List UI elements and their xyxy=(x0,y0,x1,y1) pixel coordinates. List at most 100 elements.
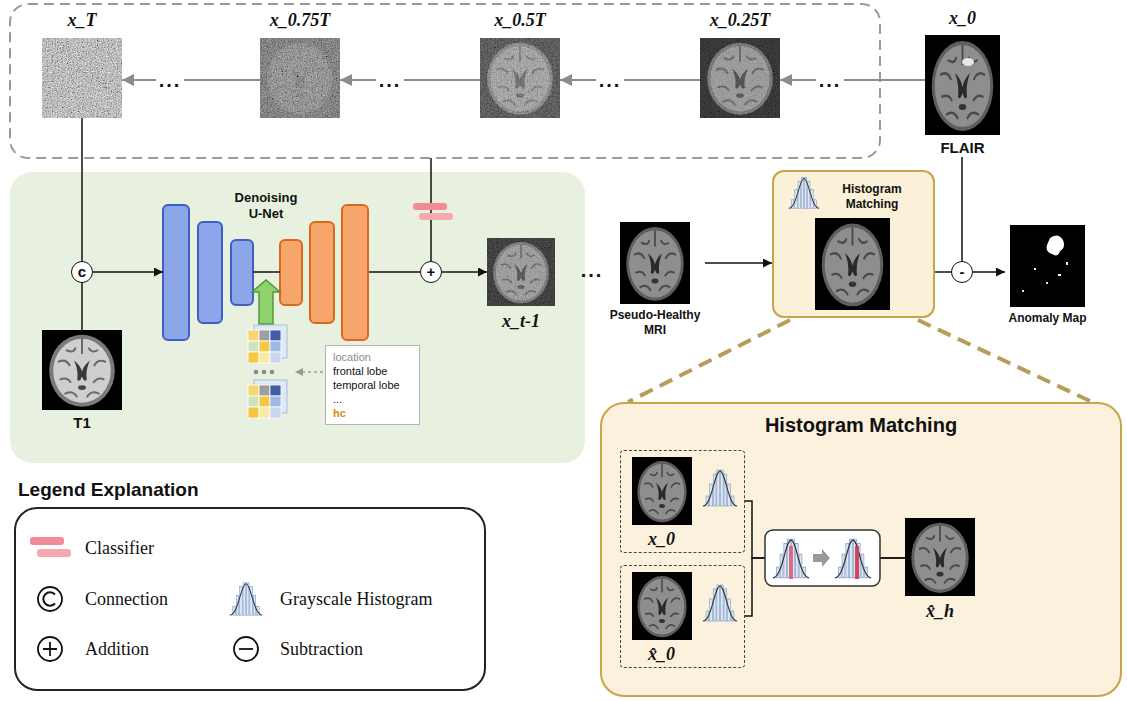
t1-mri xyxy=(42,330,122,410)
unet-blocks xyxy=(280,240,302,305)
flow-connector xyxy=(442,271,487,273)
dashed-pointer xyxy=(295,368,323,376)
unet-block: Denoising U-Net xyxy=(163,188,369,340)
classifier-bar xyxy=(37,549,71,557)
mri-image-label: Anomaly Map xyxy=(1008,311,1086,326)
condition-matrix xyxy=(270,341,281,352)
noisy-mri xyxy=(480,38,560,118)
zoom-lines xyxy=(918,320,1092,402)
noise-image xyxy=(42,38,122,118)
t1-mri xyxy=(42,330,122,410)
condition-matrix xyxy=(259,396,270,407)
legend-text: Classifier xyxy=(85,536,154,560)
condition-matrix xyxy=(248,385,259,396)
matched-mri xyxy=(815,218,890,310)
noisy-mri xyxy=(700,38,780,118)
anomaly-map xyxy=(1022,290,1024,292)
classifier-bar xyxy=(30,537,64,545)
matching-operator xyxy=(813,549,830,567)
condition-matrix xyxy=(248,396,259,407)
label-holder: ... xyxy=(370,68,410,92)
anomaly-map xyxy=(1010,225,1085,307)
unet-blocks xyxy=(310,222,334,323)
noisy-mri xyxy=(487,238,555,306)
histogram-icon xyxy=(789,178,819,209)
diffusion-arrow xyxy=(122,79,260,81)
unet-blocks xyxy=(198,222,222,323)
unet-blocks xyxy=(163,205,189,340)
histogram-panel-label: Histogram Matching xyxy=(765,412,957,438)
pseudo-healthy-mri xyxy=(620,222,690,304)
classifier-line xyxy=(419,213,453,220)
condition-matrix xyxy=(248,330,259,341)
flow-connector xyxy=(705,262,772,264)
noisy-mri xyxy=(260,38,340,118)
unet-blocks xyxy=(253,271,280,273)
ellipsis-dots xyxy=(254,370,259,375)
reconstructed-mri xyxy=(632,572,692,640)
condition-list-label: temporal lobe xyxy=(333,378,400,392)
condition-matrix xyxy=(270,330,281,341)
connection-symbol xyxy=(43,592,55,605)
condition-list-label: ... xyxy=(333,392,342,406)
mri-image-label: x_0.75T xyxy=(270,8,331,32)
noisy-mri xyxy=(487,238,555,306)
classifier-swatch xyxy=(30,537,72,559)
condition-list: locationfrontal lobetemporal lobe...hc xyxy=(325,345,420,425)
noisy-mri xyxy=(700,38,780,118)
noisy-mri xyxy=(487,238,555,306)
unet-blocks xyxy=(163,205,368,340)
mri-image: x̂_h xyxy=(905,518,975,622)
mri-image-label: x_0.25T xyxy=(710,8,771,32)
diffusion-arrow xyxy=(560,79,700,81)
mri-image-label: x_0 xyxy=(949,6,976,30)
label-holder: ... xyxy=(810,68,850,92)
histogram-icon xyxy=(789,178,819,209)
condition-matrix xyxy=(248,341,259,352)
flow-connector xyxy=(81,283,83,330)
add-circle-label: + xyxy=(427,263,436,281)
flow-connector xyxy=(935,271,951,273)
matching-operator xyxy=(789,546,793,579)
label-holder: ... xyxy=(577,258,607,282)
subtraction-symbol xyxy=(234,637,258,661)
image-box: x̂_0 xyxy=(620,565,745,668)
condition-matrix xyxy=(270,407,281,418)
reconstructed-mri xyxy=(632,572,692,640)
legend-text: Subtraction xyxy=(280,637,363,661)
mri-image-label: FLAIR xyxy=(940,139,984,157)
denoising-panel xyxy=(10,172,585,463)
matching-operator xyxy=(765,530,880,586)
classifier-line xyxy=(413,203,447,210)
condition-matrix xyxy=(259,341,270,352)
mri-image: Anomaly Map xyxy=(1005,225,1090,326)
addition-symbol xyxy=(38,637,62,661)
matching-operator xyxy=(855,546,859,579)
histogram-panel: Histogram Matchingx_0x̂_0x̂_h xyxy=(600,402,1122,697)
dashed-pointer xyxy=(295,368,303,376)
legend-text: Grayscale Histogram xyxy=(280,587,432,611)
matched-mri xyxy=(905,518,975,596)
legend-row: Connection xyxy=(85,587,168,611)
source-mri xyxy=(632,457,692,525)
histogram-icon xyxy=(703,585,737,621)
legend-frame xyxy=(15,508,485,690)
connection-symbol xyxy=(38,587,62,611)
connection-symbol xyxy=(38,587,62,611)
source-mri xyxy=(632,457,692,525)
histogram-icon xyxy=(703,470,737,506)
condition-matrix xyxy=(270,352,281,363)
condition-matrix xyxy=(259,385,270,396)
noisy-mri xyxy=(260,38,340,118)
subtract-circle-label: - xyxy=(960,263,965,281)
condition-matrix xyxy=(248,407,259,418)
condition-arrow xyxy=(252,280,280,324)
anomaly-map xyxy=(1010,225,1085,307)
ellipsis: ... xyxy=(578,258,607,282)
noisy-mri xyxy=(260,38,340,118)
